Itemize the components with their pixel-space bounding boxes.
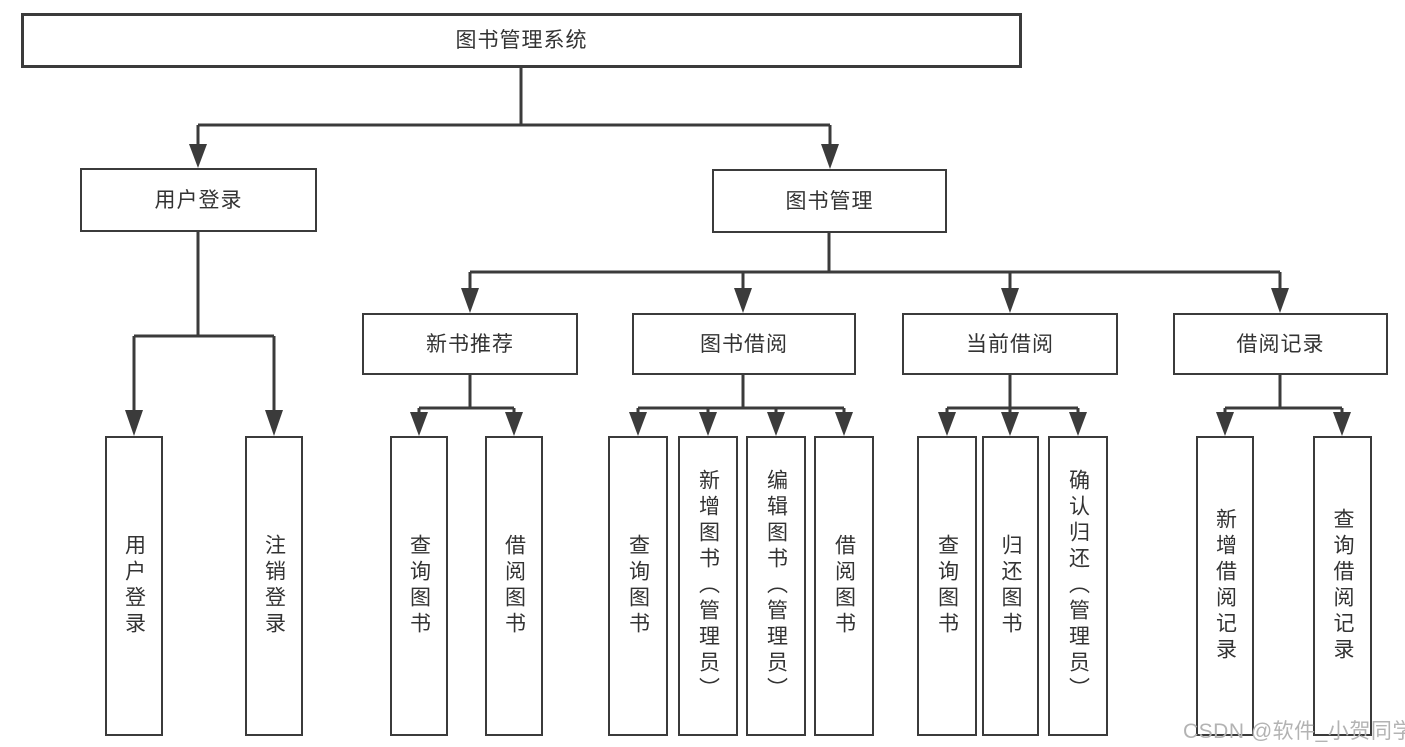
leaf-borrow-books: 借阅图书	[814, 436, 874, 736]
node-borrowing-records: 借阅记录	[1173, 313, 1388, 375]
leaf-user-login: 用户登录	[105, 436, 163, 736]
leaf-query-borrow-record: 查询借阅记录	[1313, 436, 1372, 736]
leaf-current-query-books: 查询图书	[917, 436, 977, 736]
leaf-recommend-borrow-books: 借阅图书	[485, 436, 543, 736]
node-book-management: 图书管理	[712, 169, 947, 233]
node-user-login: 用户登录	[80, 168, 317, 232]
node-library-management-system: 图书管理系统	[21, 13, 1022, 68]
leaf-confirm-return-admin: 确认归还（管理员）	[1048, 436, 1108, 736]
leaf-add-books-admin: 新增图书（管理员）	[678, 436, 738, 736]
leaf-return-books: 归还图书	[982, 436, 1039, 736]
node-book-borrowing: 图书借阅	[632, 313, 856, 375]
node-new-book-recommend: 新书推荐	[362, 313, 578, 375]
leaf-edit-books-admin: 编辑图书（管理员）	[746, 436, 806, 736]
leaf-recommend-query-books: 查询图书	[390, 436, 448, 736]
node-current-borrowing: 当前借阅	[902, 313, 1118, 375]
leaf-borrowing-query-books: 查询图书	[608, 436, 668, 736]
leaf-logout: 注销登录	[245, 436, 303, 736]
watermark: CSDN @软件_小贺同学	[1183, 720, 1405, 743]
leaf-add-borrow-record: 新增借阅记录	[1196, 436, 1254, 736]
